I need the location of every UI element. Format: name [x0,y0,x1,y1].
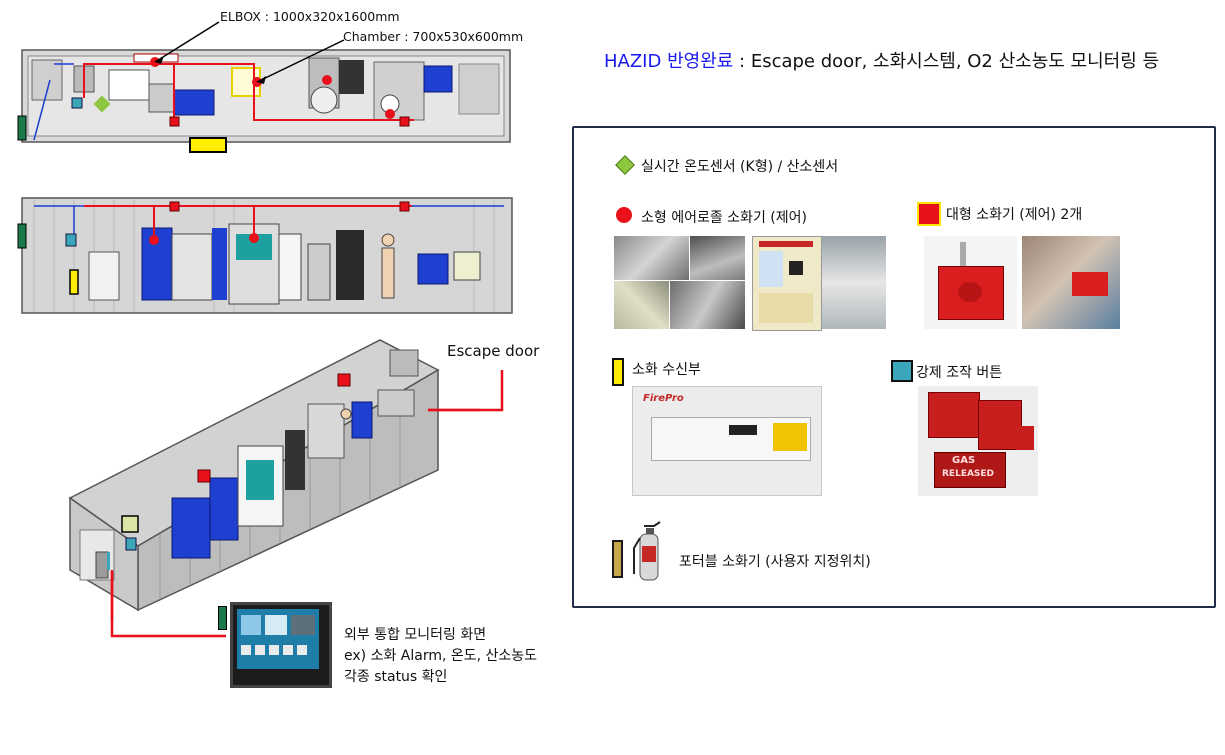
elbox-label: ELBOX : 1000x320x1600mm [220,9,400,24]
monitor-caption-line3: 각종 status 확인 [344,669,448,685]
gas-label-1: GAS [952,455,976,466]
aerosol-photo-3 [614,281,669,329]
teal-square-icon [891,360,913,382]
gas-label-2: RELEASED [942,469,995,479]
yellow-bar-icon [612,358,624,386]
aerosol-discharge-photo [822,236,886,329]
monitor-leader [110,572,226,638]
escape-door-leader [428,370,504,412]
legend-manual-button: 강제 조작 버튼 [916,365,1003,381]
portable-extinguisher-icon [633,521,661,581]
aerosol-photo-2 [690,236,745,280]
electrical-panel-photo [752,236,822,331]
aerosol-photo-4 [670,281,745,329]
portable-bar-icon [612,540,623,578]
monitor-green-indicator [218,606,227,630]
container-side-view [17,197,513,314]
legend-large-extinguisher: 대형 소화기 (제어) 2개 [946,207,1083,223]
legend-temp-sensor: 실시간 온도센서 (K형) / 산소센서 [641,159,839,175]
hazid-title: HAZID 반영완료 : Escape door, 소화시스템, O2 산소농도… [604,47,1159,73]
large-extinguisher-photo [924,236,1017,329]
container-plan-view [17,21,511,153]
legend-portable-extinguisher: 포터블 소화기 (사용자 지정위치) [679,554,871,570]
hazid-rest: : Escape door, 소화시스템, O2 산소농도 모니터링 등 [733,51,1160,72]
red-square-icon [917,202,941,226]
escape-door-label: Escape door [447,342,540,360]
hazid-highlight: HAZID 반영완료 [604,51,734,72]
legend-panel [572,126,1216,608]
legend-small-extinguisher: 소형 에어로졸 소화기 (제어) [641,210,807,226]
legend-receiver: 소화 수신부 [632,362,701,378]
monitor-caption-line1: 외부 통합 모니터링 화면 [344,627,487,643]
aerosol-photo-1 [614,236,689,280]
manual-button-photo: GAS RELEASED [918,386,1038,496]
firepro-receiver-photo: FirePro [632,386,822,496]
chamber-label: Chamber : 700x530x600mm [343,29,524,44]
firepro-brand-label: FirePro [643,393,684,404]
container-isometric-view [68,339,480,620]
monitoring-screen-image [230,602,332,688]
red-circle-icon [616,207,632,223]
large-extinguisher-installed-photo [1022,236,1120,329]
monitor-caption-line2: ex) 소화 Alarm, 온도, 산소농도 [344,648,538,664]
